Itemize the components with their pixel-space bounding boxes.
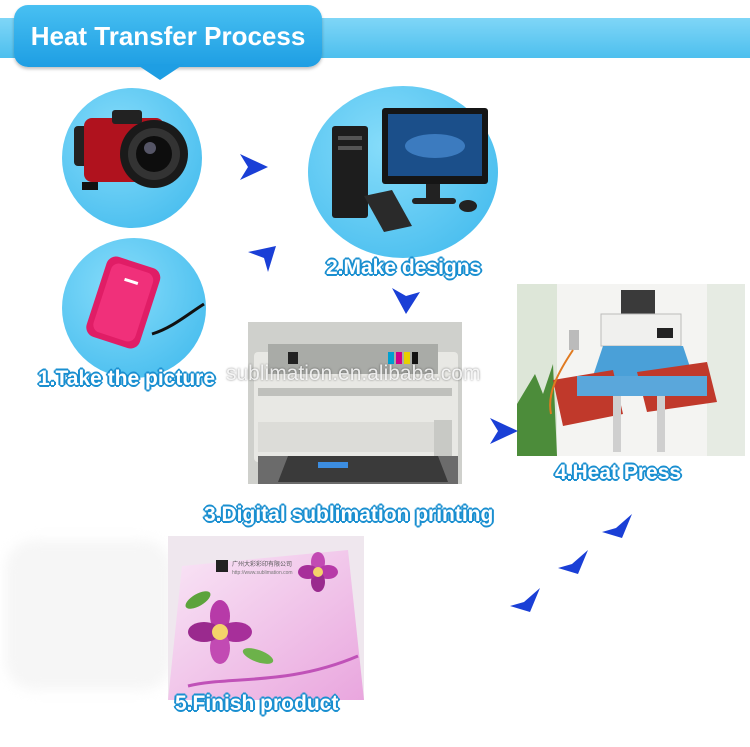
arrow-icon	[490, 418, 518, 444]
finish-product-photo: 广州大彩彩印有限公司 http://www.sublimation.com	[168, 536, 364, 700]
camera-icon	[74, 110, 188, 190]
printer-icon	[248, 322, 462, 484]
flower-mousepad-icon: 广州大彩彩印有限公司 http://www.sublimation.com	[168, 536, 364, 700]
heat-press-icon	[517, 284, 745, 456]
step-1-label: 1.Take the picture	[38, 367, 216, 390]
hard-drive-circle	[62, 238, 206, 378]
product-card-line1: 广州大彩彩印有限公司	[232, 560, 292, 568]
printer-photo	[248, 322, 462, 484]
arrow-icon	[558, 550, 588, 574]
product-card-line2: http://www.sublimation.com	[232, 570, 293, 576]
arrow-icon	[602, 514, 632, 538]
arrow-icon	[240, 154, 268, 180]
header-banner-tab	[14, 5, 322, 67]
computer-circle	[308, 86, 498, 258]
step-5-label: 5.Finish product	[175, 692, 339, 715]
step-3-label: 3.Digital sublimation printing	[204, 503, 494, 526]
page-title: Heat Transfer Process	[30, 21, 306, 51]
header-banner-tail	[136, 64, 184, 80]
heat-press-photo	[517, 284, 745, 456]
arrow-icon	[392, 288, 420, 314]
camera-circle	[62, 88, 202, 228]
blurred-area	[5, 540, 172, 690]
step-4-label: 4.Heat Press	[555, 461, 682, 484]
arrow-icon	[510, 588, 540, 612]
watermark: sublimation.en.alibaba.com	[226, 362, 481, 385]
hard-drive-icon	[86, 256, 205, 349]
step-2-label: 2.Make designs	[326, 256, 482, 279]
arrow-icon	[248, 246, 276, 272]
computer-icon	[332, 108, 488, 232]
